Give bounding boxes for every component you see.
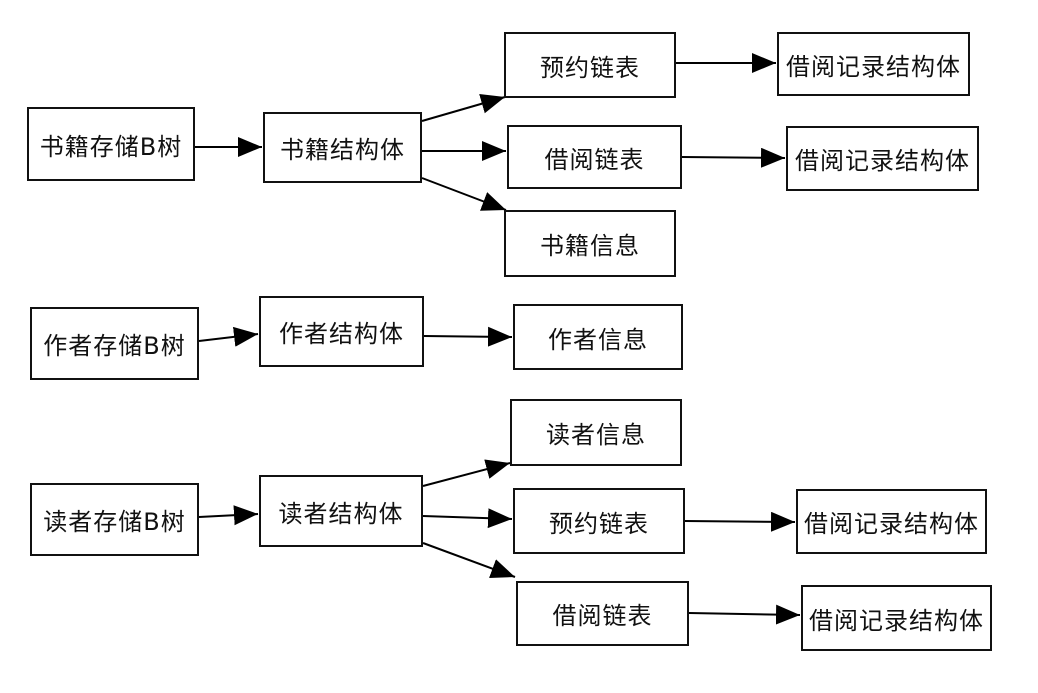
arrow-author-btree-to-author-struct <box>198 326 259 347</box>
arrow-borrow-list-to-borrow-record <box>681 147 786 168</box>
node-borrow-record-struct: 借阅记录结构体 <box>777 32 970 96</box>
node-book-info: 书籍信息 <box>504 210 676 277</box>
node-author-struct: 作者结构体 <box>259 296 424 367</box>
arrow-reader-btree-to-reader-struct <box>198 505 259 526</box>
node-reader-storage-btree: 读者存储B树 <box>30 483 199 556</box>
node-reader-struct: 读者结构体 <box>259 475 423 547</box>
arrow-reader-struct-to-borrow-list <box>422 542 516 579</box>
node-borrow-record-struct: 借阅记录结构体 <box>796 489 987 554</box>
arrow-book-struct-to-book-info <box>421 177 507 211</box>
node-author-storage-btree: 作者存储B树 <box>30 307 199 380</box>
node-reader-borrow-list: 借阅链表 <box>516 581 689 646</box>
arrow-book-struct-to-reservation-list <box>421 94 506 122</box>
node-book-reservation-list: 预约链表 <box>504 32 676 98</box>
arrow-reader-reservation-list-to-borrow-record <box>684 511 796 532</box>
node-reader-reservation-list: 预约链表 <box>513 488 685 554</box>
arrow-reader-struct-to-reader-info <box>422 459 511 487</box>
node-borrow-record-struct: 借阅记录结构体 <box>786 126 979 191</box>
node-borrow-record-struct: 借阅记录结构体 <box>801 585 992 651</box>
node-author-info: 作者信息 <box>513 304 683 370</box>
arrow-author-struct-to-author-info <box>423 326 513 347</box>
node-book-struct: 书籍结构体 <box>263 112 422 183</box>
node-book-storage-btree: 书籍存储B树 <box>27 107 195 181</box>
node-reader-info: 读者信息 <box>510 399 682 466</box>
arrow-reader-borrow-list-to-borrow-record <box>688 604 801 625</box>
node-book-borrow-list: 借阅链表 <box>507 125 682 189</box>
arrow-reader-struct-to-reservation-list <box>422 508 513 529</box>
